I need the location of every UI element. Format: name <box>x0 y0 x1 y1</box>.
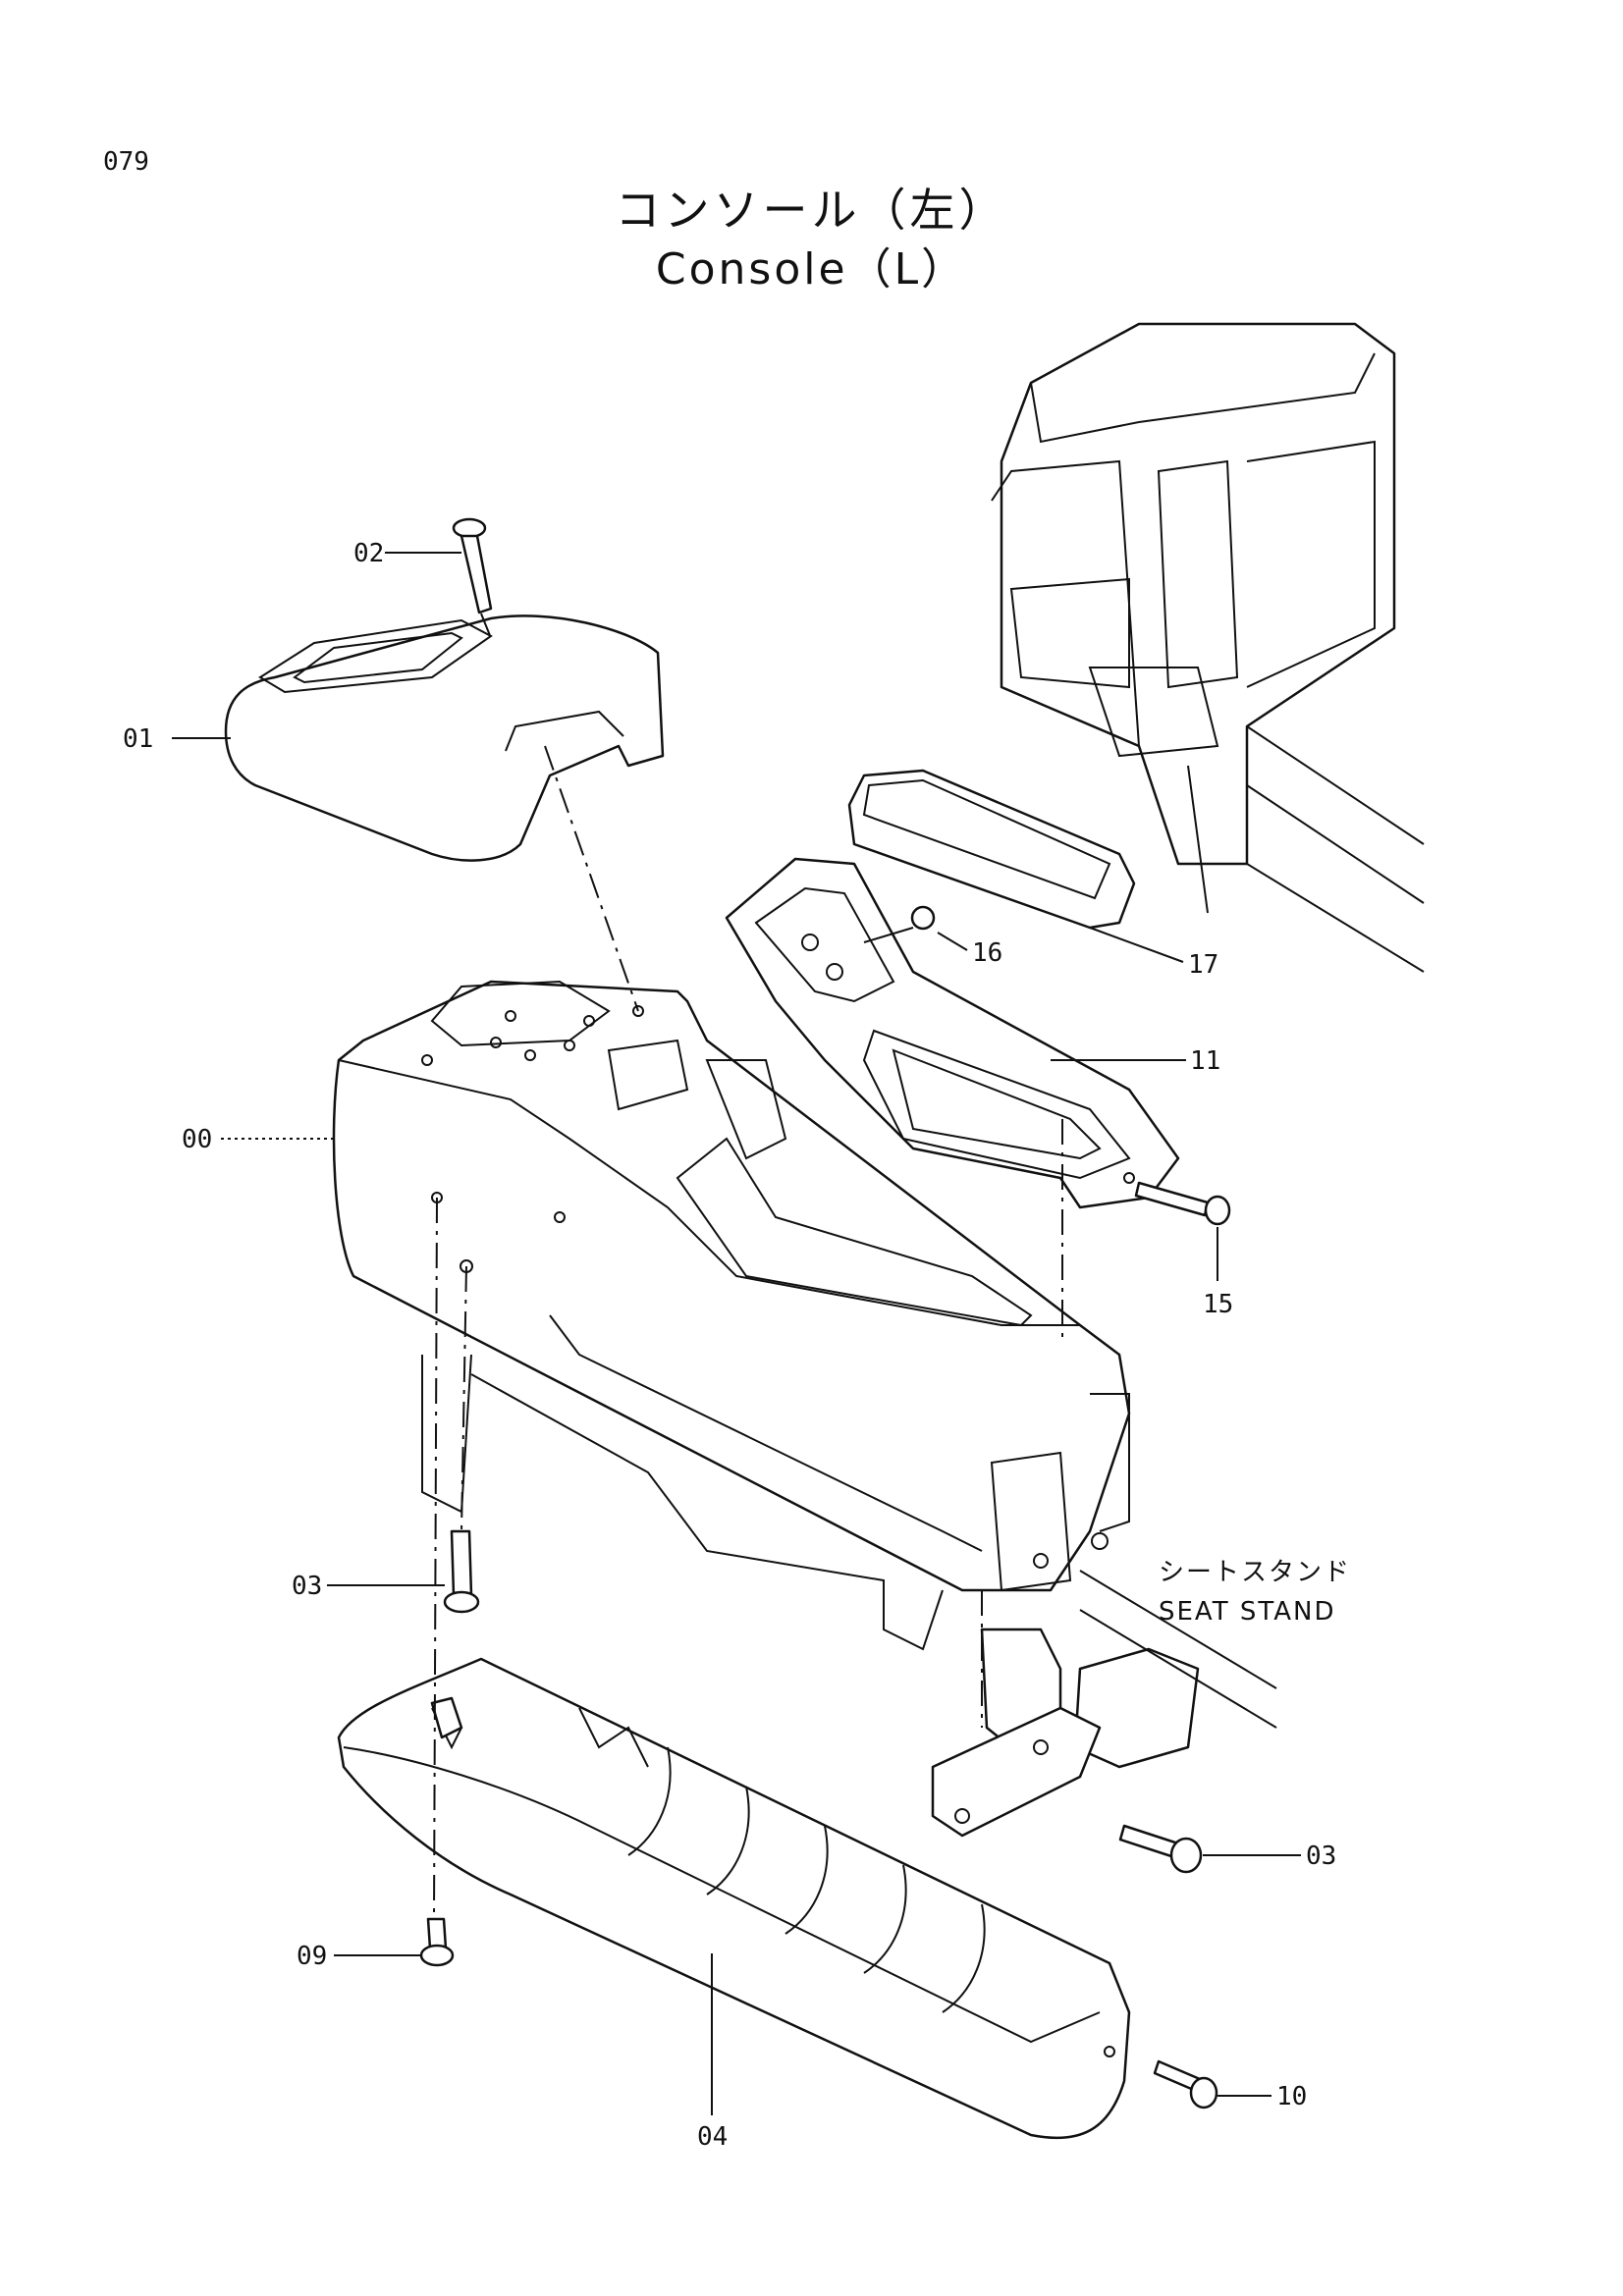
part-10-bolt <box>1153 2059 1271 2109</box>
callout-03-left: 03 <box>292 1572 322 1601</box>
callout-03-right: 03 <box>1306 1842 1336 1871</box>
part-03-bolt-left <box>327 1529 480 1614</box>
part-01-top-cover <box>172 614 665 862</box>
callout-16: 16 <box>972 938 1002 968</box>
callout-04: 04 <box>697 2122 728 2152</box>
title-english: Console（L） <box>655 244 968 294</box>
callout-10: 10 <box>1276 2082 1307 2111</box>
page-number: 079 <box>103 147 149 177</box>
cab-context-sketch <box>991 322 1425 973</box>
callout-01: 01 <box>123 724 153 754</box>
callout-15: 15 <box>1203 1290 1233 1319</box>
seat-stand <box>931 1570 1277 1838</box>
part-15-bolt <box>1134 1181 1231 1281</box>
part-02-screw <box>385 517 493 614</box>
part-03-bolt-right <box>1118 1824 1301 1874</box>
seat-stand-label-japanese: シートスタンド <box>1159 1558 1351 1587</box>
callout-09: 09 <box>297 1942 327 1971</box>
callout-11: 11 <box>1190 1046 1220 1076</box>
part-17-tray <box>847 769 1184 963</box>
part-09-screw <box>334 1917 455 1967</box>
part-00-console-body <box>218 980 1131 1651</box>
callout-00: 00 <box>182 1125 212 1154</box>
seat-stand-label-english: SEAT STAND <box>1159 1597 1335 1627</box>
callout-02: 02 <box>353 539 384 568</box>
title-japanese: コンソール（左） <box>615 184 1008 237</box>
part-16-knob <box>863 905 968 951</box>
part-04-under-cover <box>337 1657 1131 2140</box>
assembly-centerlines <box>433 613 1063 1920</box>
callout-17: 17 <box>1188 950 1218 980</box>
